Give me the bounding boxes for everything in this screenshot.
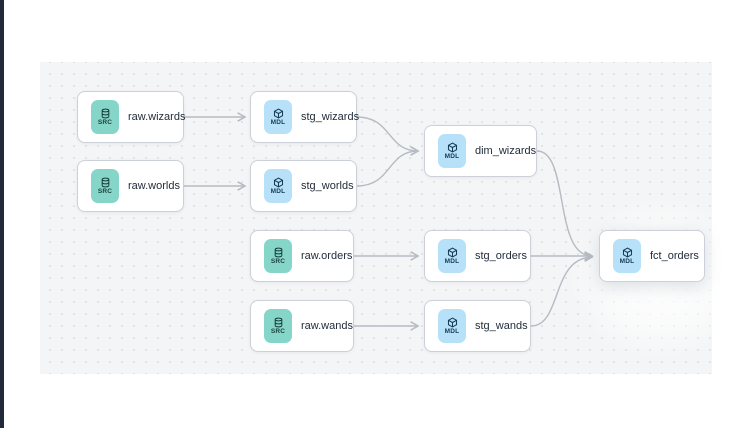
node-label: stg_wizards [301,111,360,123]
database-icon [274,247,282,258]
source-type-badge: SRC [91,169,119,203]
badge-label: SRC [270,257,286,265]
node-raw-worlds[interactable]: SRC raw.worlds [77,160,184,212]
badge-label: MDL [270,118,286,126]
badge-label: MDL [619,257,635,265]
node-label: raw.worlds [128,180,180,192]
model-type-badge: MDL [438,239,466,273]
node-label: stg_wands [475,320,528,332]
cube-icon [273,177,283,188]
cube-icon [447,317,457,328]
cube-icon [447,142,457,153]
node-raw-wizards[interactable]: SRC raw.wizards [77,91,186,143]
node-label: stg_worlds [301,180,354,192]
node-label: raw.wands [301,320,353,332]
node-stg-worlds[interactable]: MDL stg_worlds [250,160,357,212]
node-label: raw.orders [301,250,353,262]
model-type-badge: MDL [438,309,466,343]
node-label: raw.wizards [128,111,186,123]
cube-icon [273,108,283,119]
node-raw-wands[interactable]: SRC raw.wands [250,300,354,352]
node-label: fct_orders [650,250,699,262]
source-type-badge: SRC [264,239,292,273]
node-label: dim_wizards [475,145,537,157]
model-type-badge: MDL [264,169,292,203]
badge-label: SRC [97,118,113,126]
cube-icon [447,247,457,258]
database-icon [101,108,109,119]
node-label: stg_orders [475,250,527,262]
badge-label: SRC [270,327,286,335]
window-left-edge [0,0,4,428]
badge-label: MDL [444,257,460,265]
source-type-badge: SRC [264,309,292,343]
model-type-badge: MDL [613,239,641,273]
node-stg-wizards[interactable]: MDL stg_wizards [250,91,360,143]
model-type-badge: MDL [438,134,466,168]
node-raw-orders[interactable]: SRC raw.orders [250,230,354,282]
badge-label: MDL [444,327,460,335]
node-stg-orders[interactable]: MDL stg_orders [424,230,531,282]
cube-icon [622,247,632,258]
source-type-badge: SRC [91,100,119,134]
node-fct-orders[interactable]: MDL fct_orders [599,230,705,282]
database-icon [274,317,282,328]
node-dim-wizards[interactable]: MDL dim_wizards [424,125,537,177]
model-type-badge: MDL [264,100,292,134]
badge-label: MDL [270,187,286,195]
badge-label: MDL [444,152,460,160]
node-stg-wands[interactable]: MDL stg_wands [424,300,531,352]
badge-label: SRC [97,187,113,195]
database-icon [101,177,109,188]
